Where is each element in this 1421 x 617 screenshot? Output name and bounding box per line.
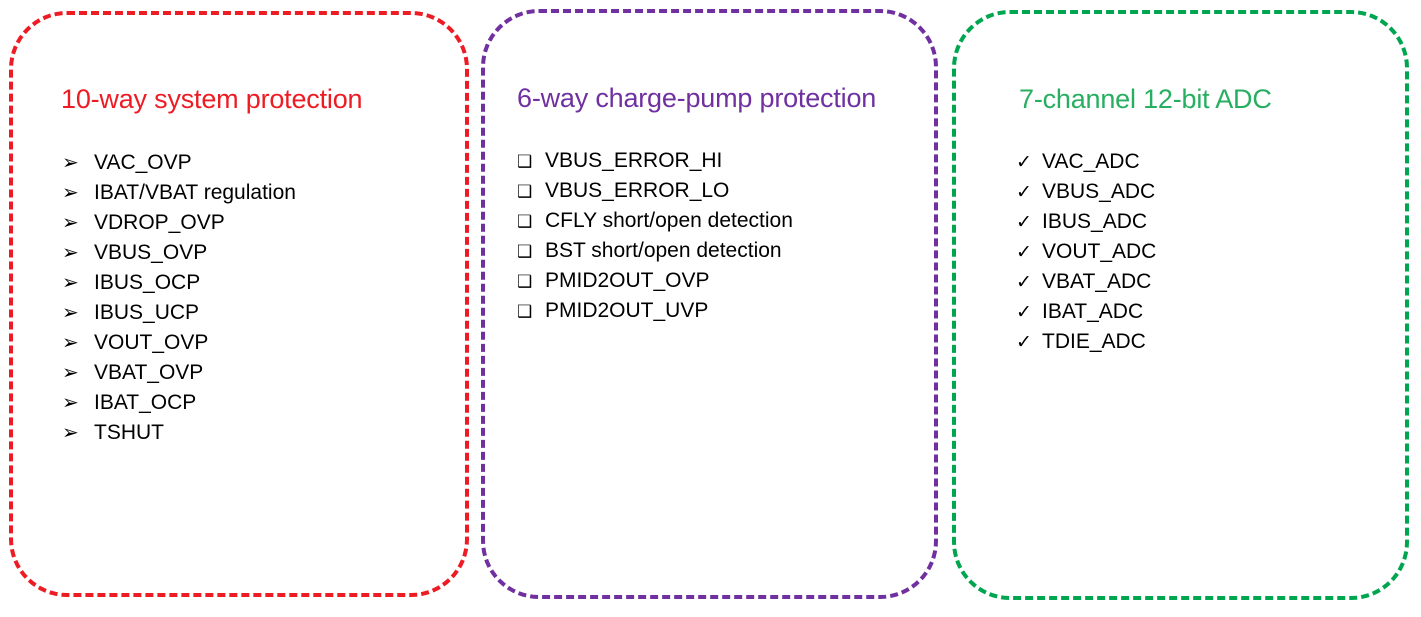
panel-adc-heading: 7-channel 12-bit ADC xyxy=(1019,84,1272,114)
system-protection-list: ➢VAC_OVP➢IBAT/VBAT regulation➢VDROP_OVP➢… xyxy=(62,148,296,448)
arrowhead-bullet-icon: ➢ xyxy=(62,422,79,444)
list-item: ➢ VAC_OVP xyxy=(62,148,296,178)
arrowhead-bullet-icon: ➢ xyxy=(62,392,79,414)
list-item-label: IBAT/VBAT regulation xyxy=(94,181,296,204)
list-item-label: CFLY short/open detection xyxy=(545,209,793,232)
hollow-square-bullet-icon: ❑ xyxy=(517,302,533,321)
checkmark-bullet-icon: ✓ xyxy=(1016,272,1032,293)
list-item: ❑ CFLY short/open detection xyxy=(517,206,793,236)
checkmark-bullet-icon: ✓ xyxy=(1016,242,1032,263)
list-item-label: IBUS_UCP xyxy=(94,301,200,324)
list-item: ➢ IBUS_OCP xyxy=(62,268,296,298)
list-item: ❑ PMID2OUT_UVP xyxy=(517,296,793,326)
panel-charge-pump-protection-heading: 6-way charge-pump protection xyxy=(517,83,877,113)
hollow-square-bullet-icon: ❑ xyxy=(517,182,533,201)
panel-system-protection-heading: 10-way system protection xyxy=(61,84,363,114)
list-item-label: IBUS_ADC xyxy=(1042,210,1148,233)
list-item-label: VBAT_OVP xyxy=(94,361,204,384)
list-item-label: PMID2OUT_UVP xyxy=(545,299,709,322)
list-item-label: IBUS_OCP xyxy=(94,271,201,294)
list-item-label: PMID2OUT_OVP xyxy=(545,269,710,292)
list-item: ➢ IBAT/VBAT regulation xyxy=(62,178,296,208)
hollow-square-bullet-icon: ❑ xyxy=(517,212,533,231)
panel-adc: 7-channel 12-bit ADC ✓ VAC_ADC ✓ VBUS_ADC ✓ I… xyxy=(952,10,1409,600)
list-item-label: IBAT_ADC xyxy=(1042,300,1144,323)
list-item: ❑ PMID2OUT_OVP xyxy=(517,266,793,296)
panel-charge-pump-protection: 6-way charge-pump protection ❑ VBUS_ERROR… xyxy=(481,9,938,599)
list-item: ✓ VBAT_ADC xyxy=(1016,267,1156,297)
list-item: ➢ IBUS_UCP xyxy=(62,298,296,328)
list-item: ➢ VBUS_OVP xyxy=(62,238,296,268)
arrowhead-bullet-icon: ➢ xyxy=(62,302,79,324)
list-item: ✓ IBUS_ADC xyxy=(1016,207,1156,237)
list-item-label: VOUT_OVP xyxy=(94,331,209,354)
arrowhead-bullet-icon: ➢ xyxy=(62,182,79,204)
arrowhead-bullet-icon: ➢ xyxy=(62,332,79,354)
list-item: ➢ IBAT_OCP xyxy=(62,388,296,418)
adc-list: ✓ VAC_ADC ✓ VBUS_ADC ✓ IBUS_ADC ✓ VOUT_ADC ✓ VBAT… xyxy=(1016,147,1156,357)
panel-system-protection: 10-way system protection ➢ VAC_OVP ➢ IBAT/V… xyxy=(9,11,469,597)
arrowhead-bullet-icon: ➢ xyxy=(62,212,79,234)
list-item-label: VBUS_ADC xyxy=(1042,180,1156,203)
arrowhead-bullet-icon: ➢ xyxy=(62,272,79,294)
list-item: ❑ VBUS_ERROR_LO xyxy=(517,176,793,206)
arrowhead-bullet-icon: ➢ xyxy=(62,152,79,174)
list-item-label: VBUS_ERROR_LO xyxy=(545,179,730,202)
arrowhead-bullet-icon: ➢ xyxy=(62,362,79,384)
list-item-label: TSHUT xyxy=(94,421,164,444)
list-item: ➢ VBAT_OVP xyxy=(62,358,296,388)
hollow-square-bullet-icon: ❑ xyxy=(517,242,533,261)
list-item: ✓ IBAT_ADC xyxy=(1016,297,1156,327)
checkmark-bullet-icon: ✓ xyxy=(1016,332,1032,353)
arrowhead-bullet-icon: ➢ xyxy=(62,242,79,264)
list-item-label: VBUS_ERROR_HI xyxy=(545,149,723,172)
list-item: ➢ TSHUT xyxy=(62,418,296,448)
list-item-label: VBAT_ADC xyxy=(1042,270,1152,293)
list-item: ✓ TDIE_ADC xyxy=(1016,327,1156,357)
list-item-label: VDROP_OVP xyxy=(94,211,225,234)
list-item: ➢ VDROP_OVP xyxy=(62,208,296,238)
list-item-label: TDIE_ADC xyxy=(1042,330,1146,353)
list-item: ✓ VOUT_ADC xyxy=(1016,237,1156,267)
checkmark-bullet-icon: ✓ xyxy=(1016,302,1032,323)
list-item: ❑ VBUS_ERROR_HI xyxy=(517,146,793,176)
checkmark-bullet-icon: ✓ xyxy=(1016,182,1032,203)
checkmark-bullet-icon: ✓ xyxy=(1016,212,1032,233)
list-item-label: BST short/open detection xyxy=(545,239,782,262)
list-item-label: IBAT_OCP xyxy=(94,391,197,414)
list-item-label: VAC_OVP xyxy=(94,151,192,174)
list-item: ➢ VOUT_OVP xyxy=(62,328,296,358)
checkmark-bullet-icon: ✓ xyxy=(1016,152,1032,173)
list-item: ✓ VAC_ADC xyxy=(1016,147,1156,177)
hollow-square-bullet-icon: ❑ xyxy=(517,152,533,171)
charge-pump-protection-list: ❑ VBUS_ERROR_HI ❑ VBUS_ERROR_LO ❑ CFLY short/… xyxy=(517,146,793,326)
hollow-square-bullet-icon: ❑ xyxy=(517,272,533,291)
list-item-label: VBUS_OVP xyxy=(94,241,208,264)
list-item: ❑ BST short/open detection xyxy=(517,236,793,266)
list-item: ✓ VBUS_ADC xyxy=(1016,177,1156,207)
list-item-label: VAC_ADC xyxy=(1042,150,1140,173)
list-item-label: VOUT_ADC xyxy=(1042,240,1157,263)
